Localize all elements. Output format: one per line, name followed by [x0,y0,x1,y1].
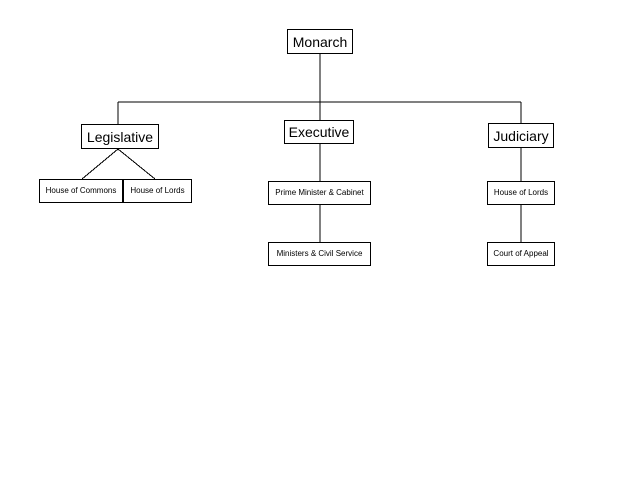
node-legislative: Legislative [81,124,159,149]
node-executive: Executive [284,120,354,144]
node-court-of-appeal: Court of Appeal [487,242,555,266]
node-house-of-lords-judiciary: House of Lords [487,181,555,205]
node-judiciary: Judiciary [488,123,554,148]
node-ministers-civil-service: Ministers & Civil Service [268,242,371,266]
node-prime-minister-cabinet: Prime Minister & Cabinet [268,181,371,205]
connector-legislative-to-commons [81,148,119,180]
node-house-of-lords-legislative: House of Lords [123,179,192,203]
connector-legislative-to-lords [117,148,156,180]
node-monarch: Monarch [287,29,353,54]
node-house-of-commons: House of Commons [39,179,123,203]
